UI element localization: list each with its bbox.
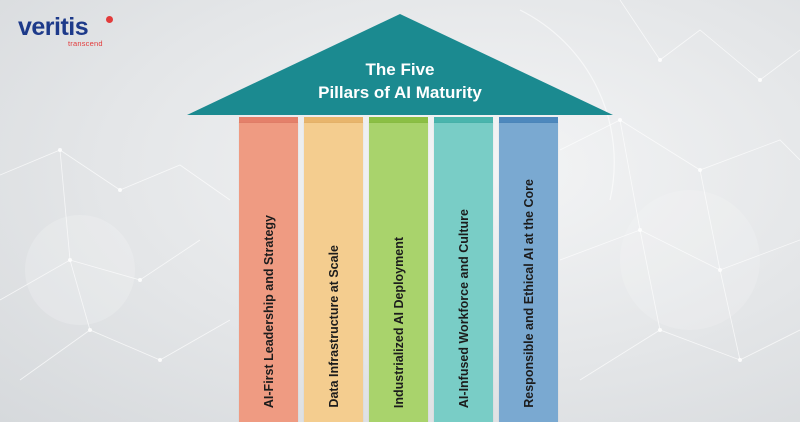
pillar-label-2: Data Infrastructure at Scale xyxy=(326,245,341,408)
title-line-1: The Five xyxy=(365,60,435,79)
title-line-2: Pillars of AI Maturity xyxy=(318,83,482,102)
pillar-3: Industrialized AI Deployment xyxy=(369,123,428,422)
pillar-2: Data Infrastructure at Scale xyxy=(304,123,363,422)
veritis-logo[interactable]: veritis transcend xyxy=(18,13,113,48)
pillar-label-1: AI-First Leadership and Strategy xyxy=(261,214,276,408)
logo-wordmark: veritis xyxy=(18,13,89,41)
pillar-label-4: AI-Infused Workforce and Culture xyxy=(456,208,471,408)
diagram-title: The Five Pillars of AI Maturity xyxy=(280,58,520,104)
pillar-4: AI-Infused Workforce and Culture xyxy=(434,123,493,422)
pillar-label-5: Responsible and Ethical AI at the Core xyxy=(521,179,536,408)
pillar-label-3: Industrialized AI Deployment xyxy=(391,236,406,408)
pillar-5: Responsible and Ethical AI at the Core xyxy=(499,123,558,422)
pillar-1: AI-First Leadership and Strategy xyxy=(239,123,298,422)
logo-dot-icon xyxy=(106,16,113,23)
logo-tagline: transcend xyxy=(68,39,103,48)
